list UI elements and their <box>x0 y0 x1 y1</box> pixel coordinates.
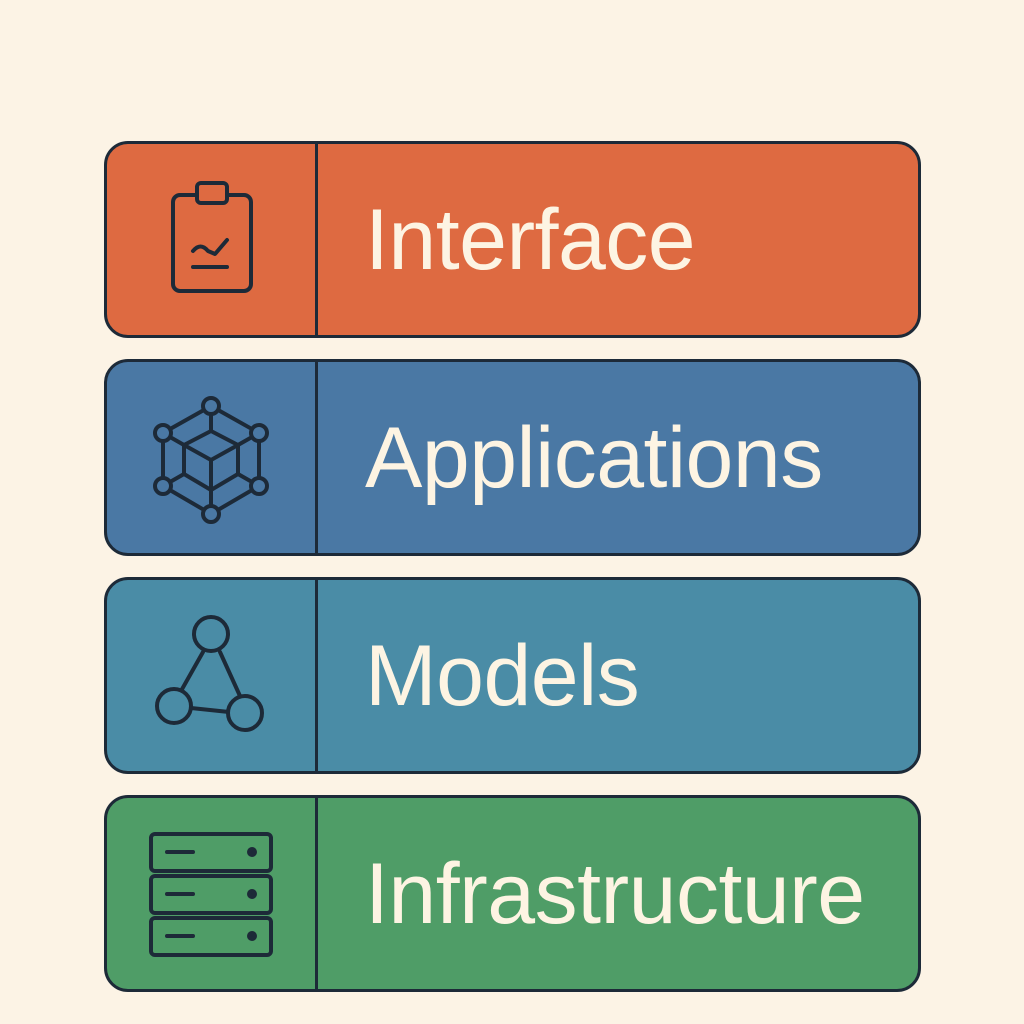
layer-stack: Interface Application <box>104 141 921 992</box>
node-graph-icon <box>155 614 264 732</box>
layer-infrastructure-icon-cell <box>107 798 318 989</box>
layer-applications-label: Applications <box>365 409 823 506</box>
layer-infrastructure: Infrastructure <box>104 795 921 992</box>
layer-applications-icon-cell <box>107 362 318 553</box>
layer-interface-label: Interface <box>365 191 696 288</box>
layer-applications: Applications <box>104 359 921 556</box>
cube-network-icon <box>153 395 269 524</box>
layer-infrastructure-label: Infrastructure <box>365 845 865 942</box>
layer-models-icon-cell <box>107 580 318 771</box>
layer-interface: Interface <box>104 141 921 338</box>
clipboard-check-icon <box>171 180 253 293</box>
layer-models: Models <box>104 577 921 774</box>
layer-interface-icon-cell <box>107 144 318 335</box>
layer-models-label: Models <box>365 627 640 724</box>
server-rack-icon <box>149 831 273 957</box>
